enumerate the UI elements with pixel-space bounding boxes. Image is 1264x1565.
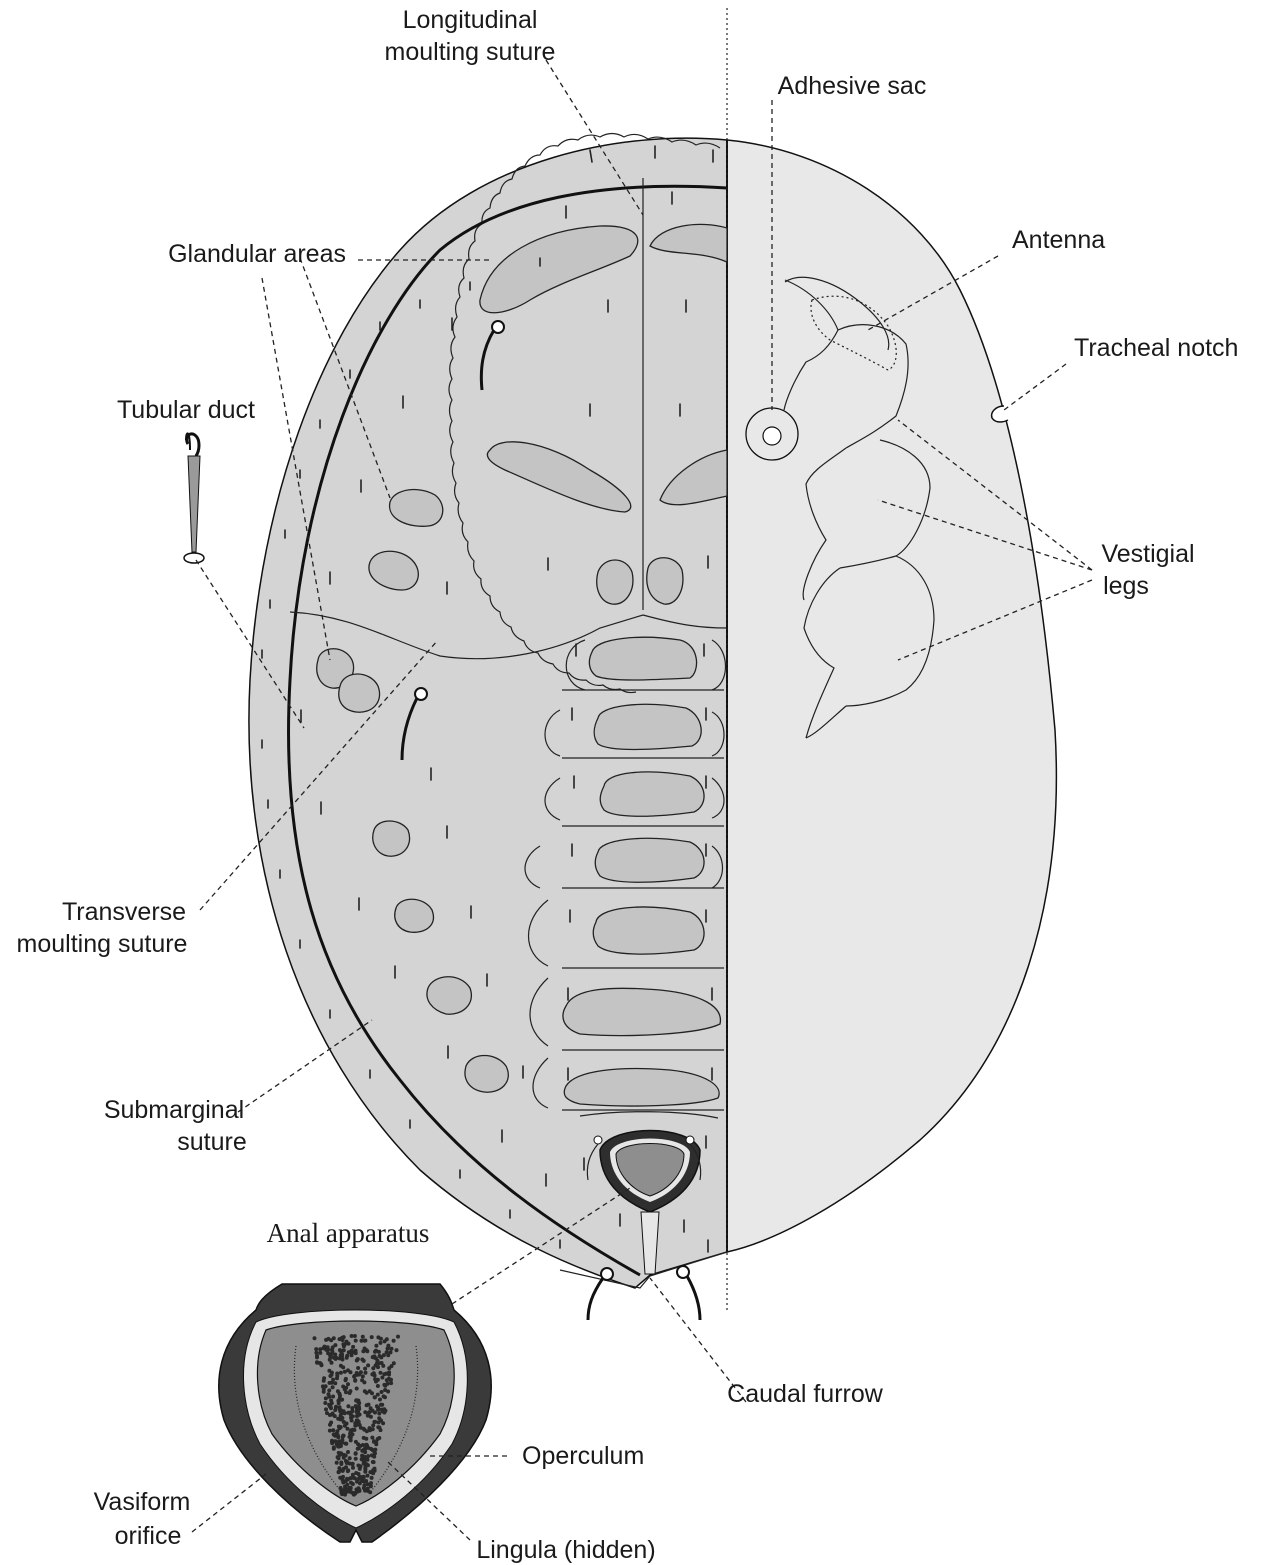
label-adhesive-sac: Adhesive sac <box>778 72 927 100</box>
label-longitudinal-suture-2: moulting suture <box>385 38 556 66</box>
body-right-half <box>727 140 1056 1252</box>
label-submarginal-suture-2: suture <box>177 1128 246 1156</box>
label-vasiform-orifice-2: orifice <box>115 1522 182 1550</box>
adhesive-sac <box>746 408 798 460</box>
tubular-duct <box>184 433 204 563</box>
gland-band-2 <box>594 704 701 749</box>
label-transverse-suture-1: Transverse <box>62 898 186 926</box>
gland-area-10 <box>339 674 380 712</box>
gland-band-3 <box>600 772 704 816</box>
gland-area-7 <box>597 560 633 604</box>
label-vestigial-legs-2: legs <box>1103 572 1149 600</box>
label-operculum: Operculum <box>522 1442 644 1470</box>
label-vestigial-legs-1: Vestigial <box>1101 540 1194 568</box>
label-antenna: Antenna <box>1012 226 1105 254</box>
gland-band-1 <box>589 637 696 680</box>
gland-area-14 <box>465 1056 508 1093</box>
label-caudal-furrow: Caudal furrow <box>727 1380 884 1408</box>
label-longitudinal-suture-1: Longitudinal <box>403 6 538 34</box>
label-glandular-areas: Glandular areas <box>168 240 346 268</box>
gland-band-5 <box>593 907 704 954</box>
inset-title: Anal apparatus <box>267 1218 430 1248</box>
label-transverse-suture-2: moulting suture <box>17 930 188 958</box>
anal-apparatus-inset <box>219 1284 491 1542</box>
gland-area-11 <box>373 821 410 856</box>
gland-area-8 <box>647 558 683 604</box>
gland-area-12 <box>395 899 434 932</box>
label-tubular-duct: Tubular duct <box>117 396 255 424</box>
label-submarginal-suture-1: Submarginal <box>104 1096 244 1124</box>
label-vasiform-orifice-1: Vasiform <box>94 1488 191 1516</box>
label-lingula: Lingula (hidden) <box>476 1536 655 1564</box>
label-tracheal-notch: Tracheal notch <box>1074 334 1238 362</box>
gland-band-4 <box>595 838 704 882</box>
